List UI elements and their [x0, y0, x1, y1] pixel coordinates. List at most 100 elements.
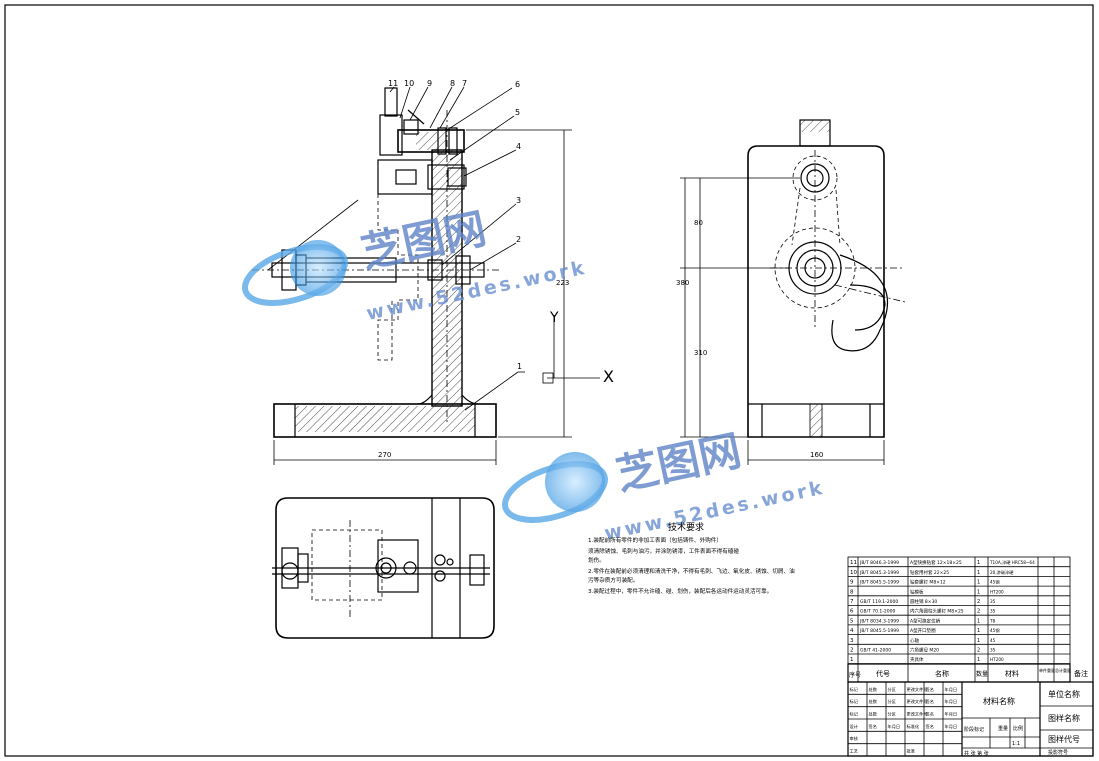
tb-cell: 处数: [869, 686, 878, 693]
balloon-9: 9: [427, 79, 432, 88]
tb-drawing-name: 图样名称: [1048, 713, 1080, 723]
bom-cell-no: 9: [850, 580, 854, 586]
bom-cell-qty: 1: [977, 638, 980, 644]
balloon-4: 4: [516, 142, 521, 151]
bom-cell-qty: 1: [977, 628, 980, 634]
bom-header-qty: 数量: [976, 670, 988, 678]
title-block: 标记处数分区更改文件号签名年月日标记处数分区更改文件号签名年月日标记处数分区更改…: [847, 681, 1094, 757]
bom-cell-code: GB/T 119.1-2000: [860, 599, 898, 605]
watermark-2-brand: 芝图网: [612, 426, 745, 500]
bom-cell-no: 7: [850, 599, 854, 605]
dim-base-width: 270: [378, 451, 391, 459]
balloon-leaders: [267, 86, 525, 411]
bom-cell-name: 圆柱销 8×30: [910, 598, 937, 605]
bom-cell-material: HT200: [990, 589, 1004, 594]
watermark-2: 芝图网 www.52des.work: [501, 426, 827, 545]
bom-cell-no: 4: [850, 628, 854, 634]
balloon-11: 11: [388, 79, 398, 88]
bom-cell-name: 内六角圆柱头螺钉 M8×25: [910, 608, 964, 615]
balloon-7: 7: [462, 79, 467, 88]
bom-cell-no: 3: [850, 638, 854, 644]
balloon-3: 3: [516, 196, 521, 205]
bom-cell-material: 45: [990, 638, 996, 643]
bom-header-total-weight: 总计重量: [1055, 667, 1071, 673]
bom-cell-material: 45钢: [990, 627, 1000, 634]
bom-header-material: 材料: [1005, 669, 1019, 678]
tb-cell: 分区: [888, 686, 896, 693]
bom-cell-name: A型可换定位销: [910, 617, 941, 624]
bom-cell-code: JB/T 8046.3-1999: [859, 560, 899, 566]
tb-drawing-no: 图样代号: [1048, 734, 1080, 744]
tb-cell: 签名: [926, 711, 934, 718]
dim-side-upper: 80: [694, 219, 703, 227]
dim-side-total: 380: [676, 279, 689, 287]
bom-cell-qty: 1: [977, 570, 980, 576]
technical-notes: 技术要求 1.装配前所有零件的非加工表面（包括铸件、外购件） 须清除锈蚀、毛刺与…: [588, 521, 795, 595]
tb-scale-value: 1:1: [1012, 741, 1020, 747]
bom-cell-material: 20,渗碳淬硬: [990, 569, 1014, 576]
axis-y-label: Y: [549, 310, 559, 326]
notes-line-2: 须清除锈蚀、毛刺与油污，并涂防锈漆，工件表面不得有磕碰: [588, 547, 739, 555]
dim-overall-height: 223: [556, 279, 569, 287]
balloon-6: 6: [515, 80, 520, 89]
balloon-10: 10: [404, 79, 414, 88]
bom-cell-material: 35: [990, 609, 996, 614]
tb-cell: 签名: [926, 723, 934, 730]
tb-cell: 签名: [926, 698, 934, 705]
top-view: [272, 497, 495, 639]
bom-cell-no: 5: [850, 618, 854, 624]
bom-header-name: 名称: [935, 669, 949, 678]
bom-cell-code: JB/T 8045.5-1999: [859, 580, 899, 586]
bom-cell-code: JB/T 8034.3-1999: [859, 618, 899, 624]
tb-cell: 标记: [850, 686, 859, 693]
tb-cell: 年月日: [945, 723, 958, 730]
tb-cell: 设计: [850, 723, 858, 730]
bom-cell-qty: 2: [977, 599, 980, 605]
bom-header-note: 备注: [1074, 669, 1088, 678]
balloon-2: 2: [516, 235, 521, 244]
dim-side-lower: 310: [694, 349, 707, 357]
bom-header-unit-weight: 单件重量: [1039, 667, 1055, 673]
tb-cell: 标准化: [907, 723, 920, 730]
bom-cell-no: 2: [850, 648, 854, 654]
tb-cell: 审核: [850, 735, 859, 742]
balloon-labels: 1 2 3 4 5 6 7 8 9 10 11: [388, 79, 522, 371]
notes-title: 技术要求: [668, 521, 704, 533]
bom-cell-name: A型开口垫圈: [910, 627, 936, 634]
bom-cell-material: T10A,淬硬 HRC58~64: [989, 559, 1035, 566]
bom-cell-material: HT200: [990, 657, 1004, 662]
tb-cell: 年月日: [945, 698, 958, 705]
bom-header-no: 序号: [849, 671, 861, 679]
tb-cell: 标记: [850, 698, 859, 705]
bom-cell-qty: 1: [977, 618, 980, 624]
side-view: 80 310 380 160: [676, 119, 906, 465]
tb-cell: 工艺: [850, 749, 858, 754]
tb-cell: 年月日: [945, 686, 958, 693]
bom-cell-qty: 1: [977, 560, 980, 566]
bom-cell-material: T8: [989, 618, 996, 623]
tb-cell: 分区: [888, 698, 896, 705]
tb-stage-label: 阶段标记: [964, 726, 984, 733]
bom-cell-code: GB/T 70.1-2000: [860, 609, 896, 615]
bom-cell-qty: 2: [977, 648, 980, 654]
tb-scale-label: 比例: [1013, 725, 1023, 732]
bom-cell-no: 8: [850, 589, 854, 595]
bom-cell-code: JB/T 8045.3-1999: [859, 570, 899, 576]
bom-cell-material: 35: [990, 648, 996, 653]
bom-cell-name: 钻套螺钉 M8×12: [910, 579, 946, 586]
bom-cell-material: 35: [990, 599, 996, 604]
tb-cell: 签名: [926, 686, 934, 693]
axis-x-label: X: [603, 367, 614, 386]
bom-cell-name: 夹具体: [910, 656, 924, 663]
notes-line-3: 划伤。: [588, 556, 605, 564]
tb-cell: 标记: [850, 711, 859, 718]
balloon-1: 1: [517, 362, 522, 371]
bom-cell-qty: 1: [977, 657, 980, 663]
tb-cell: 处数: [869, 698, 878, 705]
tb-cell: 批准: [907, 748, 915, 755]
bom-cell-name: 钻套用衬套 22×25: [910, 569, 949, 576]
sheet-border: [4, 4, 1094, 757]
notes-line-6: 3.装配过程中，零件不允许磕、碰、划伤，装配后各运动件运动灵活可靠。: [588, 587, 772, 595]
